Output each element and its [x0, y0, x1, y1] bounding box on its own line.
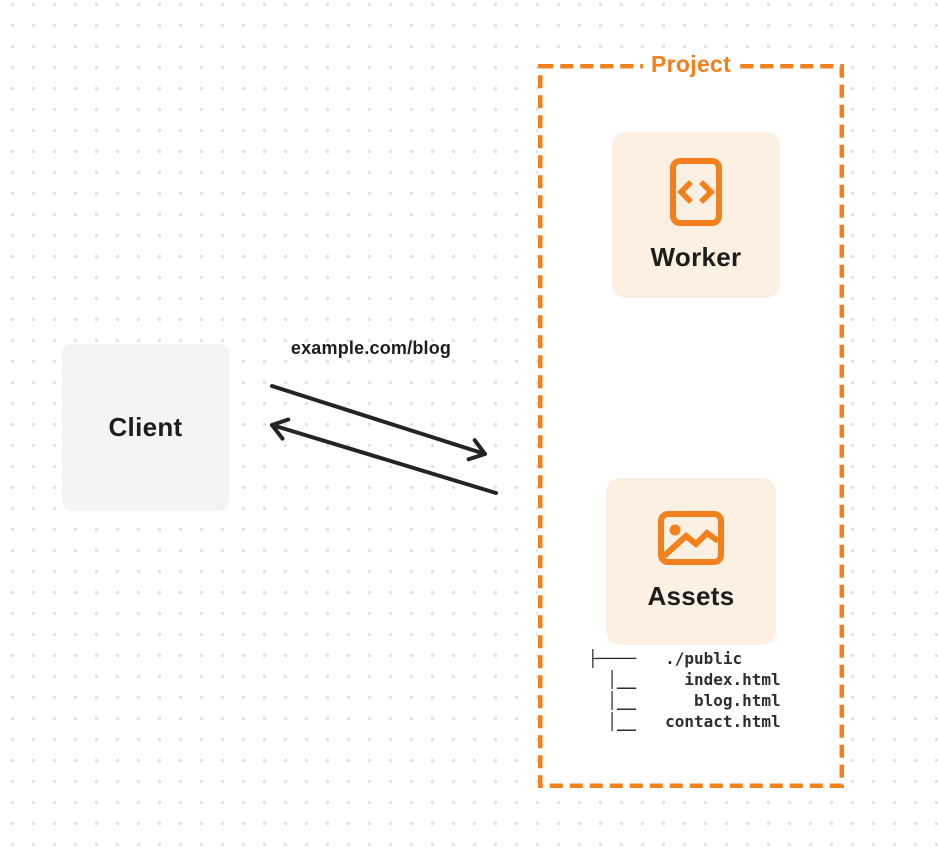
assets-label: Assets	[647, 581, 735, 611]
client-node: Client	[62, 344, 229, 511]
response-arrow	[270, 417, 498, 495]
worker-node: Worker	[612, 132, 780, 298]
project-boundary: Project Worker Assets ├──── ./public │__…	[538, 51, 844, 788]
project-label: Project	[642, 51, 740, 77]
code-icon	[670, 157, 722, 226]
assets-file-tree: ├──── ./public │__ index.html │__ blog.h…	[588, 649, 781, 731]
worker-label: Worker	[650, 241, 742, 272]
assets-node: Assets	[606, 478, 776, 645]
image-icon	[658, 511, 724, 565]
client-label: Client	[108, 412, 183, 442]
request-arrow	[270, 384, 487, 462]
request-url-label: example.com/blog	[290, 338, 452, 358]
